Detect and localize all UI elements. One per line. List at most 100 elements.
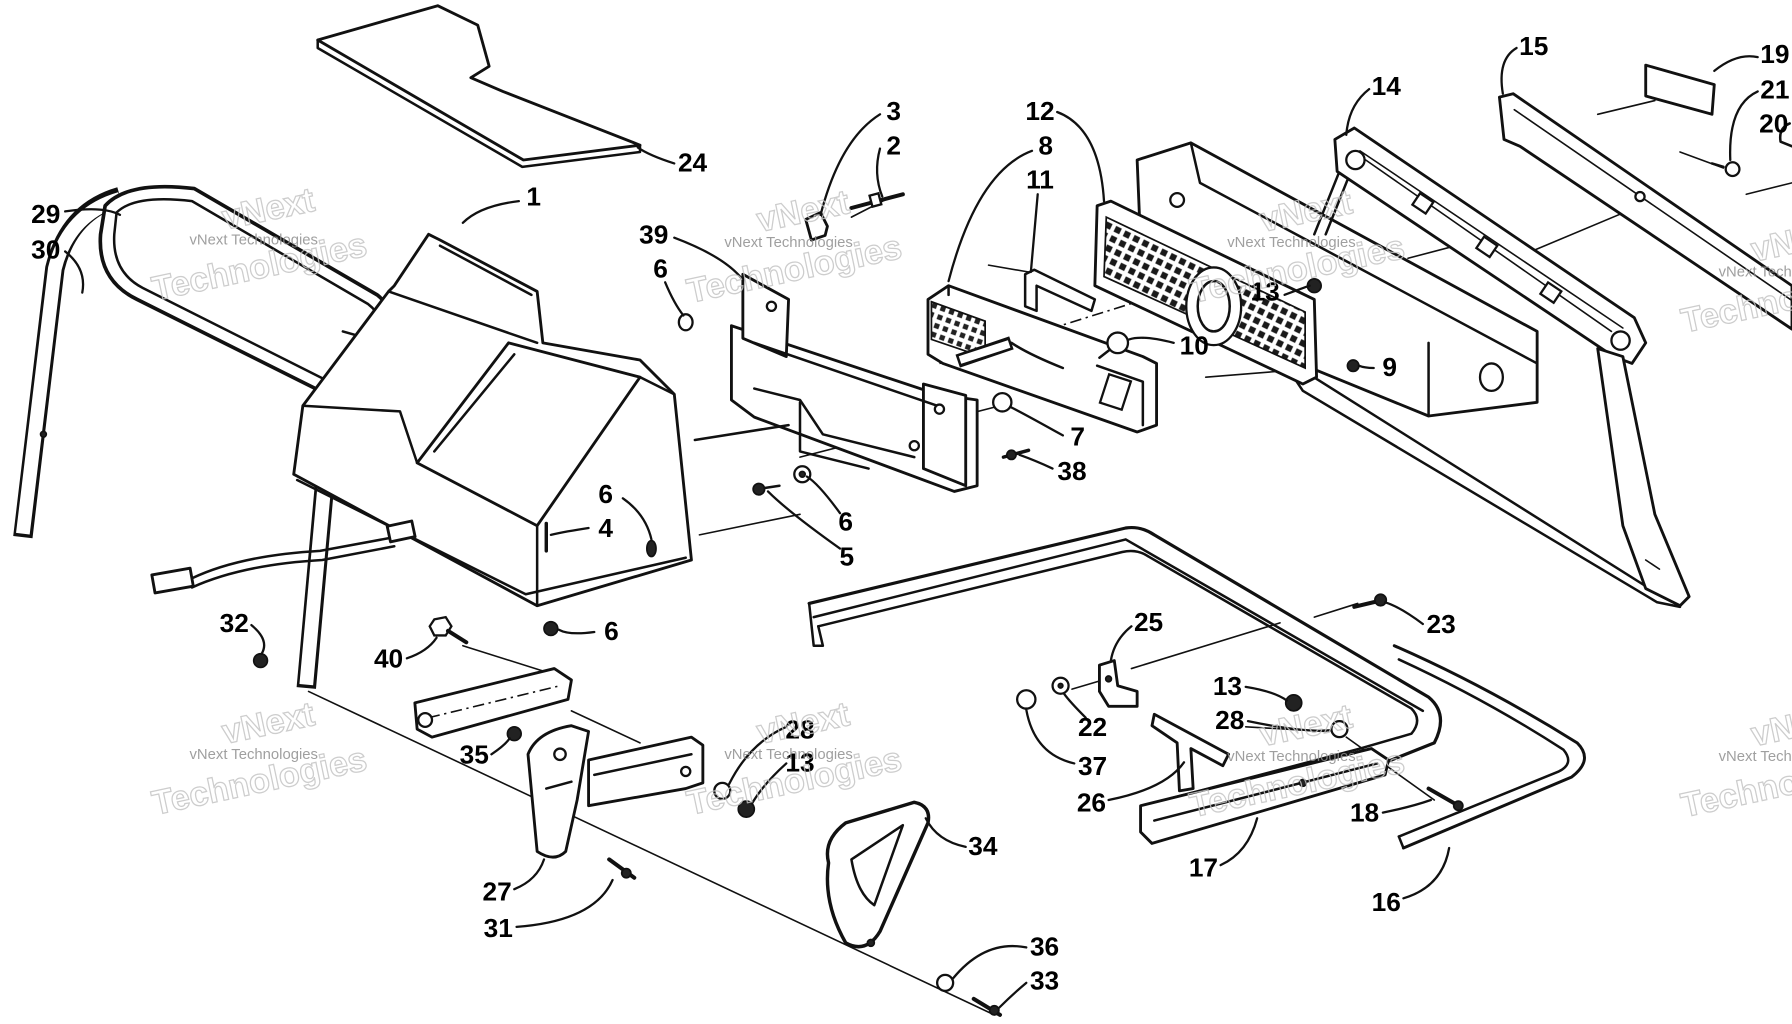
part-screw-38 — [1001, 448, 1031, 461]
part-rear-rail — [1498, 92, 1792, 331]
callout-label: 6 — [838, 506, 853, 536]
part-washer-36 — [936, 973, 955, 992]
callout-label: 7 — [1070, 422, 1085, 452]
callout-label: 6 — [653, 254, 668, 284]
callout-label: 10 — [1180, 330, 1209, 360]
part-bracket-26 — [1150, 712, 1230, 793]
part-nut-37 — [1015, 689, 1037, 710]
part-grommet-7 — [991, 392, 1013, 413]
callout-label: 6 — [604, 616, 619, 646]
part-lamp-bracket — [693, 272, 979, 493]
callout-label: 18 — [1350, 798, 1379, 828]
part-washer-28-right — [1330, 720, 1349, 739]
part-bolt-23 — [1352, 593, 1388, 609]
part-handle-34 — [825, 800, 931, 949]
part-washer-6-side — [646, 539, 657, 558]
watermark: vNext vNext Technologies Technologies — [1677, 697, 1792, 826]
callout-label: 11 — [1026, 165, 1054, 195]
part-bolt-40 — [428, 615, 469, 645]
callout-label: 37 — [1078, 751, 1107, 781]
part-trim-16 — [1392, 644, 1586, 850]
part-washer-28-left — [713, 781, 732, 800]
callout-label: 20 — [1759, 109, 1788, 139]
svg-text:vNext Technologies: vNext Technologies — [1227, 749, 1355, 765]
part-console-housing — [292, 232, 693, 608]
part-gasket — [1023, 268, 1097, 313]
part-mount-rail — [587, 735, 705, 808]
callout-labels: 15 19 21 20 14 12 8 11 3 2 1 24 29 30 39… — [31, 31, 1789, 996]
part-washer-6-lower — [793, 465, 812, 484]
svg-text:vNext Technologies: vNext Technologies — [724, 235, 852, 251]
callout-label: 30 — [31, 234, 60, 264]
part-nut-35 — [506, 726, 522, 742]
callout-label: 6 — [598, 479, 613, 509]
callout-label: 13 — [1251, 277, 1280, 307]
svg-text:vNext Technologies: vNext Technologies — [1227, 235, 1355, 251]
part-nut-13-right — [1284, 693, 1303, 712]
part-reflector-plate — [1644, 63, 1716, 116]
part-nut-13-left — [737, 800, 756, 818]
callout-label: 35 — [460, 739, 489, 769]
callout-label: 38 — [1057, 456, 1086, 486]
part-hinge-bar — [413, 667, 573, 739]
part-clip-3 — [804, 211, 829, 242]
part-frame-17 — [807, 525, 1443, 845]
callout-label: 34 — [968, 831, 998, 861]
part-screw-21 — [1710, 161, 1741, 178]
svg-text:vNext Technologies: vNext Technologies — [189, 233, 317, 249]
callout-label: 23 — [1427, 609, 1456, 639]
part-screw-5 — [752, 482, 781, 496]
part-wiring-harness — [150, 519, 417, 595]
watermark: vNext vNext Technologies Technologies — [148, 695, 371, 824]
callout-label: 3 — [886, 96, 901, 126]
callout-label: 27 — [483, 877, 512, 907]
part-nut-6-bottom — [543, 620, 559, 637]
callout-label: 40 — [374, 643, 403, 673]
svg-text:vNext: vNext — [1748, 698, 1792, 755]
svg-text:vNext: vNext — [219, 695, 318, 752]
svg-text:vNext Technologies: vNext Technologies — [189, 747, 317, 763]
callout-label: 14 — [1372, 71, 1402, 101]
callout-label: 29 — [31, 199, 60, 229]
callout-label: 31 — [484, 913, 513, 943]
part-rear-panel — [1292, 126, 1691, 609]
callout-label: 17 — [1189, 853, 1218, 883]
svg-text:vNext Technologies: vNext Technologies — [724, 747, 852, 763]
part-lamp-base — [926, 284, 1158, 434]
callout-label: 36 — [1030, 931, 1059, 961]
callout-label: 13 — [785, 747, 814, 777]
part-clip-20 — [1778, 122, 1792, 148]
leader-lines — [63, 46, 1759, 1010]
callout-label: 13 — [1213, 671, 1242, 701]
part-floor-panel — [316, 4, 642, 169]
callout-label: 19 — [1760, 39, 1789, 69]
watermark: vNext vNext Technologies Technologies — [683, 695, 906, 824]
callout-label: 2 — [886, 130, 901, 160]
part-nut-9 — [1346, 359, 1360, 373]
callout-label: 28 — [1215, 705, 1244, 735]
callout-label: 12 — [1025, 96, 1054, 126]
callout-label: 22 — [1078, 712, 1107, 742]
callout-label: 32 — [220, 608, 249, 638]
part-bracket-25 — [1098, 659, 1139, 708]
svg-text:vNext Technologies: vNext Technologies — [1719, 749, 1792, 765]
part-washer-22 — [1051, 676, 1070, 695]
part-bulb — [1098, 331, 1130, 359]
svg-text:vNext: vNext — [1256, 698, 1355, 755]
callout-label: 26 — [1077, 787, 1106, 817]
callout-label: 1 — [526, 182, 541, 212]
part-hinge-bracket-27 — [526, 724, 590, 859]
part-taillight-lens — [1093, 199, 1318, 386]
part-bolt-31 — [607, 857, 637, 880]
callout-label: 39 — [639, 219, 668, 249]
callout-label: 8 — [1038, 130, 1053, 160]
svg-text:vNext: vNext — [753, 183, 852, 240]
callout-label: 9 — [1382, 352, 1397, 382]
part-washer-6-upper — [677, 313, 694, 332]
svg-text:vNext: vNext — [1748, 213, 1792, 270]
callout-label: 5 — [840, 542, 855, 572]
callout-label: 4 — [598, 513, 613, 543]
part-nut-32 — [252, 652, 269, 669]
part-bolt-18 — [1426, 786, 1464, 812]
